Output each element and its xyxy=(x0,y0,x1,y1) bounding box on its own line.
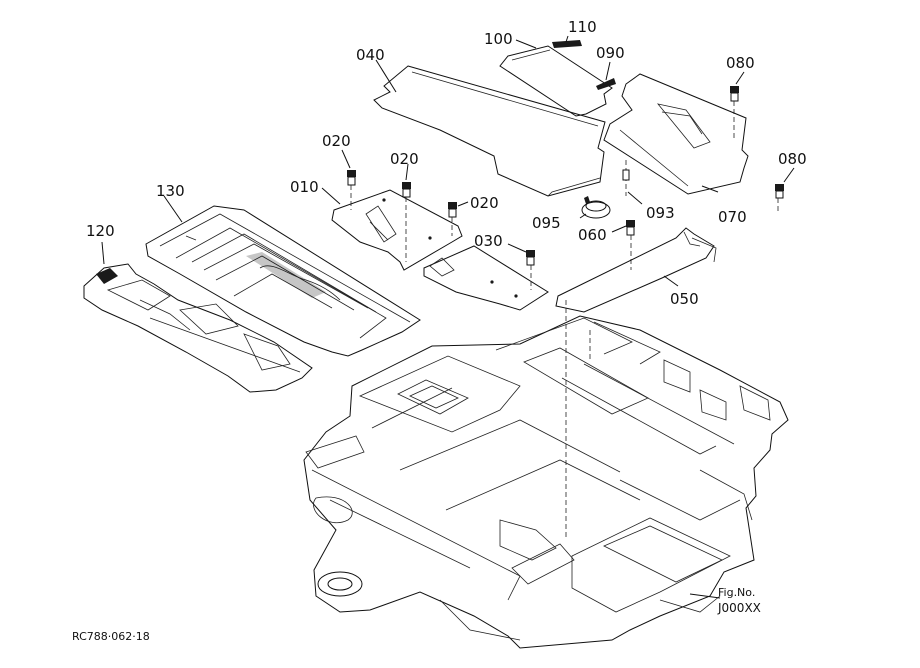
part-100-cover xyxy=(499,39,613,117)
part-020-bolt-b xyxy=(402,163,411,262)
part-130-floor-mat xyxy=(145,195,421,357)
label-010: 010 xyxy=(290,178,319,196)
label-040: 040 xyxy=(356,46,385,64)
part-090-strip xyxy=(596,61,616,90)
label-020-b: 020 xyxy=(390,150,419,168)
label-080-top: 080 xyxy=(726,54,755,72)
part-050-stay xyxy=(555,227,717,540)
label-120: 120 xyxy=(86,222,115,240)
part-labels: 040 100 110 090 080 020 020 020 010 130 … xyxy=(86,18,807,308)
label-100: 100 xyxy=(484,30,513,48)
part-095-clamp xyxy=(579,196,611,219)
part-020-bolt-a xyxy=(341,149,356,210)
part-080-bolt-top xyxy=(730,71,745,140)
fig-no-value: J000XX xyxy=(717,601,761,615)
part-060-bolt xyxy=(611,220,635,270)
part-020-bolt-c xyxy=(448,201,469,236)
part-010-bracket-plate xyxy=(321,187,463,271)
label-020-a: 020 xyxy=(322,132,351,150)
label-110: 110 xyxy=(568,18,597,36)
label-050: 050 xyxy=(670,290,699,308)
main-frame-chassis xyxy=(303,315,789,649)
label-060: 060 xyxy=(578,226,607,244)
label-070: 070 xyxy=(718,208,747,226)
part-080-bolt-right xyxy=(775,167,795,212)
part-070-side-plate xyxy=(603,73,749,195)
label-130: 130 xyxy=(156,182,185,200)
part-110-strip xyxy=(552,35,582,48)
label-020-c: 020 xyxy=(470,194,499,212)
label-030: 030 xyxy=(474,232,503,250)
label-093: 093 xyxy=(646,204,675,222)
part-030-plate xyxy=(423,243,549,311)
label-090: 090 xyxy=(596,44,625,62)
part-040-floor-plate xyxy=(373,59,606,197)
drawing-code: RC788·062·18 xyxy=(72,630,150,643)
part-093-pin xyxy=(622,160,643,205)
label-080-right: 080 xyxy=(778,150,807,168)
figure-number: Fig.No. J000XX xyxy=(717,586,761,615)
fig-no-label: Fig.No. xyxy=(718,586,755,599)
label-095: 095 xyxy=(532,214,561,232)
part-120-lower-mat xyxy=(83,241,313,393)
